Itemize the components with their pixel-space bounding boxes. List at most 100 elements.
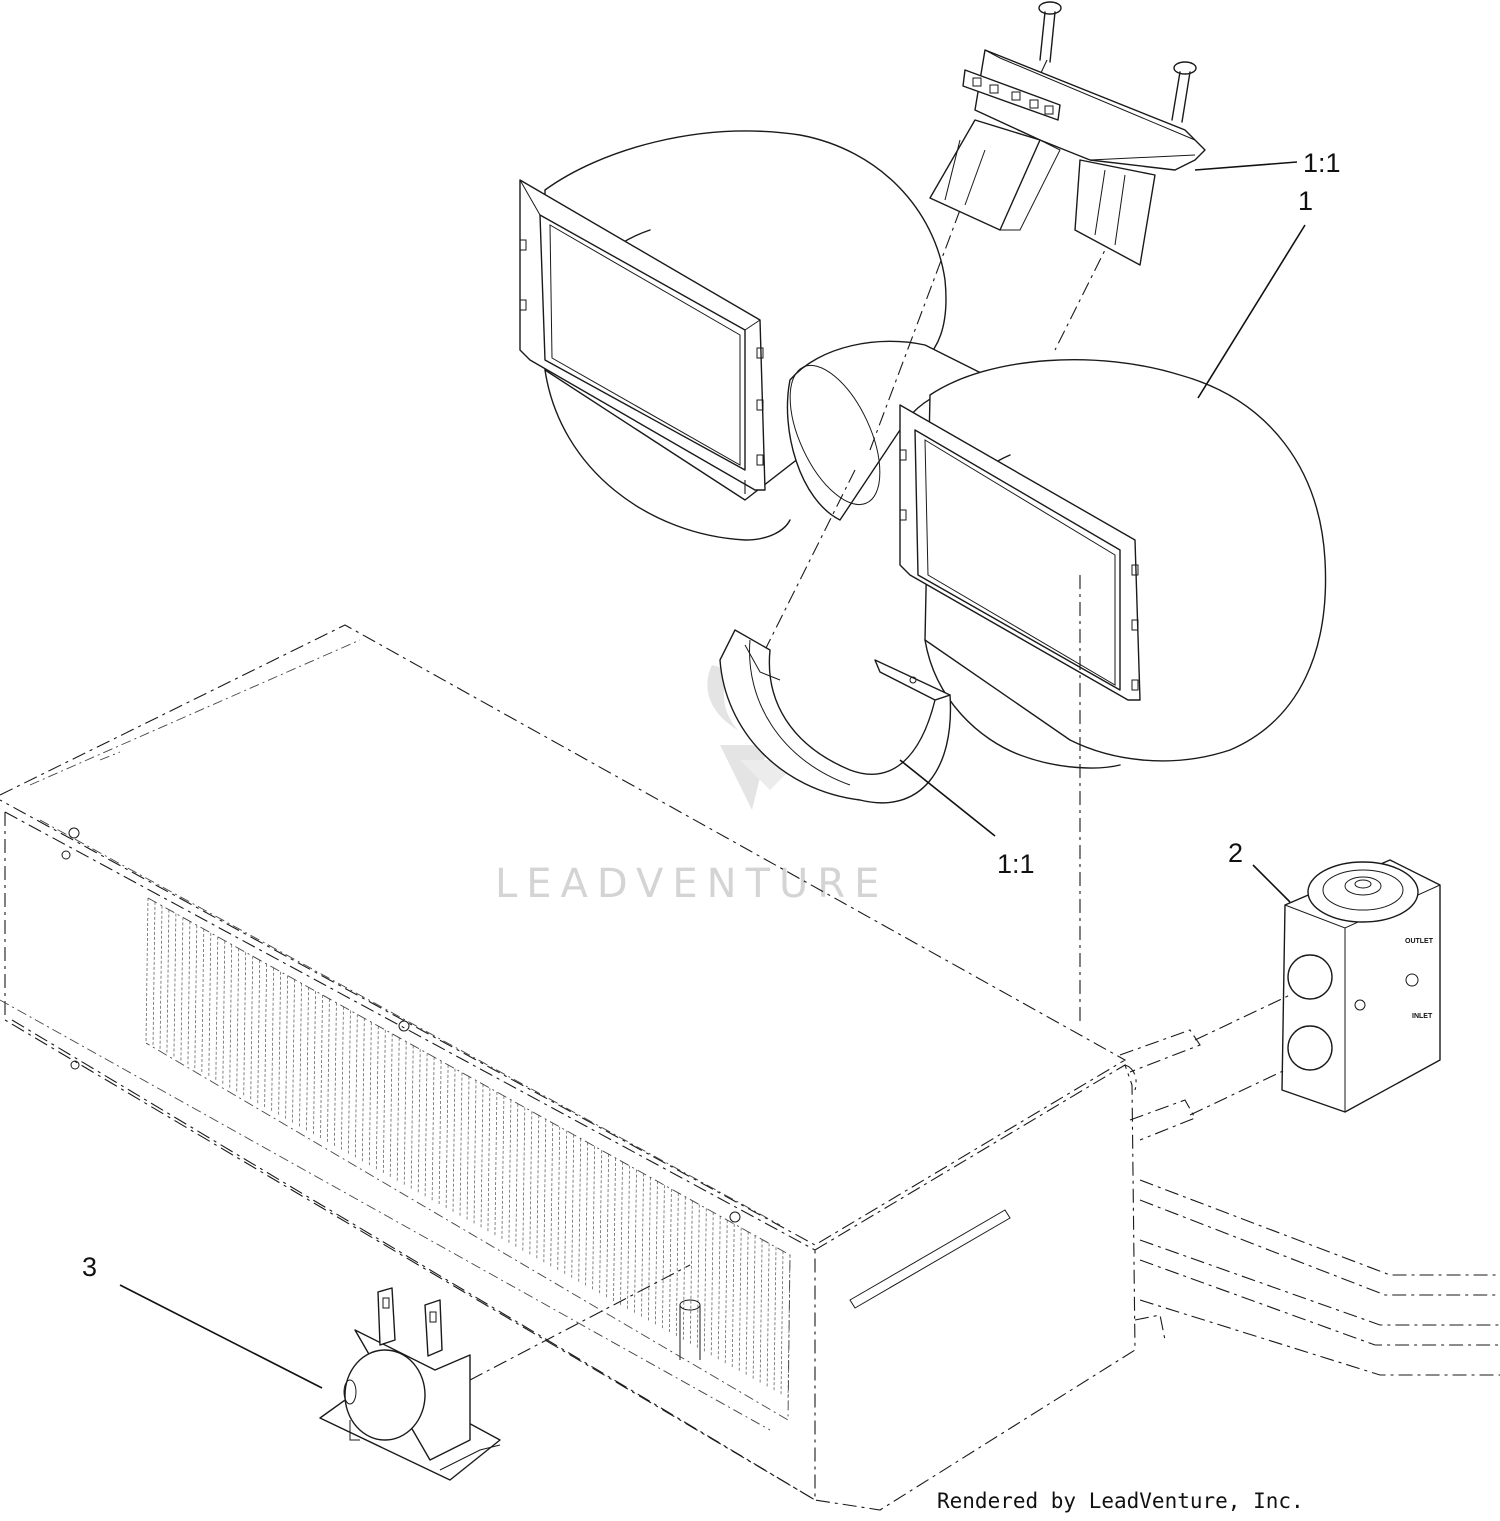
grille-fin	[648, 1177, 651, 1323]
grille-fin	[703, 1208, 707, 1354]
expansion-valve: OUTLET INLET	[1189, 859, 1441, 1116]
grille-fin	[515, 1103, 519, 1249]
grille-fin	[368, 1022, 372, 1168]
grille-fin	[354, 1014, 358, 1160]
grille-fin	[487, 1088, 491, 1234]
grille-fin	[599, 1150, 602, 1296]
grille-fin	[173, 913, 177, 1059]
grille-fin	[627, 1165, 630, 1311]
callout-lower-clamp: 1:1	[997, 849, 1035, 879]
callout-switch: 3	[82, 1252, 97, 1282]
grille-fin	[208, 932, 212, 1078]
grille-fin	[529, 1111, 533, 1257]
grille-fin	[334, 1002, 337, 1148]
grille-fin	[166, 909, 170, 1055]
grille-fin	[745, 1231, 749, 1377]
callout-expansion-valve: 2	[1228, 838, 1243, 868]
grille-fin	[215, 936, 219, 1082]
grille-fin	[634, 1169, 637, 1315]
grille-fin	[738, 1227, 742, 1373]
grille-fin	[689, 1200, 693, 1346]
grille-fin	[438, 1060, 442, 1207]
grille-fin	[187, 921, 191, 1067]
grille-fin	[292, 979, 295, 1125]
grille-fin	[480, 1084, 484, 1230]
grille-fin	[285, 975, 288, 1121]
grille-fin	[564, 1130, 568, 1276]
grille-fin	[675, 1192, 679, 1338]
grille-fin	[501, 1095, 505, 1241]
grille-fin	[494, 1091, 498, 1238]
grille-fin	[655, 1181, 658, 1327]
grille-fin	[236, 948, 240, 1094]
grille-fin	[403, 1041, 407, 1187]
grille-fin	[417, 1049, 421, 1195]
grille-fin	[194, 925, 198, 1071]
grille-fin	[299, 983, 302, 1129]
grille-fin	[620, 1161, 623, 1307]
heater-housing	[0, 624, 1137, 1511]
grille-fin	[508, 1099, 512, 1245]
top-clamp-bracket	[929, 1, 1206, 266]
grille-fin	[752, 1235, 756, 1381]
grille-fin	[250, 956, 254, 1102]
grille-fin	[375, 1026, 379, 1172]
grille-fin	[724, 1220, 728, 1366]
grille-fin	[396, 1037, 400, 1183]
grille-fin	[585, 1142, 588, 1288]
grille-fin	[717, 1216, 721, 1362]
grille-fin	[682, 1196, 686, 1342]
grille-fin	[341, 1006, 344, 1152]
grille-fin	[424, 1053, 428, 1199]
grille-fin	[473, 1080, 477, 1226]
grille-fin	[731, 1223, 735, 1370]
grille-fin	[348, 1010, 351, 1156]
grille-fin	[327, 998, 330, 1144]
grille-fin	[557, 1126, 561, 1272]
grille-fin	[361, 1018, 365, 1164]
grille-fin	[536, 1115, 540, 1261]
grille-fin	[766, 1243, 770, 1389]
grille-fin	[550, 1123, 554, 1269]
bottom-clamp-strap	[719, 629, 952, 804]
grille-fin	[592, 1146, 595, 1292]
grille-fin	[382, 1029, 386, 1175]
grille-fin	[313, 991, 316, 1137]
grille-fin	[759, 1239, 763, 1385]
grille-fin	[578, 1138, 582, 1284]
grille-fin	[466, 1076, 470, 1222]
grille-fin	[264, 963, 267, 1110]
grille-fin	[257, 960, 261, 1106]
grille-fin	[710, 1212, 714, 1358]
grille-fin	[159, 905, 163, 1051]
inlet-label: INLET	[1412, 1013, 1433, 1020]
grille-fin	[222, 940, 226, 1086]
thermostat-switch	[319, 1264, 701, 1481]
grille-fin	[306, 987, 309, 1133]
grille-fin	[410, 1045, 414, 1191]
grille-fin	[613, 1157, 616, 1304]
grille-fin	[431, 1057, 435, 1203]
grille-fin	[773, 1247, 777, 1393]
grille-fin	[243, 952, 247, 1098]
leader-lines	[119, 161, 1306, 1389]
callout-fan-fastener: 1:1	[1303, 148, 1341, 178]
grille-fin	[145, 897, 149, 1044]
connector-block	[962, 69, 1061, 121]
watermark-text: LEADVENTURE	[495, 861, 888, 907]
grille-fin	[271, 967, 274, 1113]
grille-fin	[669, 1188, 672, 1335]
grille-fin	[543, 1119, 547, 1265]
grille-fin	[278, 971, 281, 1117]
grille-frame	[145, 897, 791, 1421]
grille-fin	[641, 1173, 644, 1319]
screw-icon	[1038, 1, 1062, 76]
grille-fin	[780, 1251, 784, 1397]
grille-fin	[152, 901, 156, 1047]
grille-fin	[201, 928, 205, 1075]
render-credit: Rendered by LeadVenture, Inc.	[937, 1489, 1304, 1513]
blower-assembly	[519, 130, 1327, 1025]
grille-fin	[696, 1204, 700, 1350]
